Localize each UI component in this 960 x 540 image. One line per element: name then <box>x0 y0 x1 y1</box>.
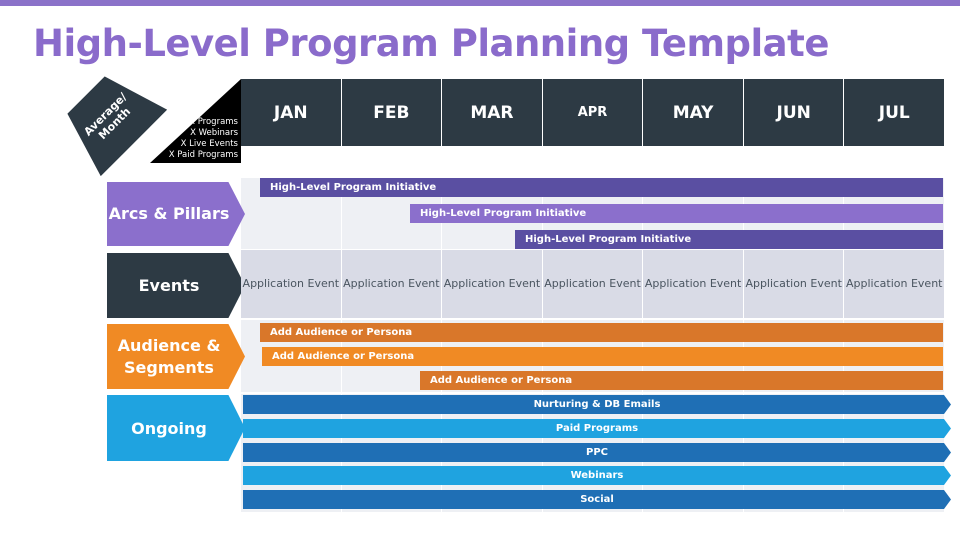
row-divider <box>241 392 944 394</box>
grid-divider <box>743 178 744 512</box>
legend-live-events: X Live Events <box>180 139 238 149</box>
audience-bar: Add Audience or Persona <box>260 323 943 342</box>
average-month-label: Average/ Month <box>53 62 168 177</box>
page-title: High-Level Program Planning Template <box>33 22 829 65</box>
row-label-audience-segments: Audience & Segments <box>107 324 245 389</box>
month-apr: APR <box>542 79 644 146</box>
row-label-ongoing: Ongoing <box>107 395 245 461</box>
ongoing-bar: Nurturing & DB Emails <box>243 395 951 414</box>
month-jun: JUN <box>743 79 845 146</box>
audience-bar: Add Audience or Persona <box>262 347 943 366</box>
ongoing-bar: PPC <box>243 443 951 462</box>
arcs-bar: High-Level Program Initiative <box>515 230 943 249</box>
row-label-arcs-pillars: Arcs & Pillars <box>107 182 245 246</box>
event-cell: Application Event <box>342 250 443 318</box>
month-header: JAN FEB MAR APR MAY JUN JUL <box>241 79 945 146</box>
event-cell: Application Event <box>643 250 744 318</box>
ongoing-bar: Social <box>243 490 951 509</box>
event-cell: Application Event <box>241 250 342 318</box>
legend-lines: X Programs X Webinars X Live Events X Pa… <box>169 117 238 161</box>
audience-bar: Add Audience or Persona <box>420 371 943 390</box>
legend-programs: X Programs <box>189 117 238 127</box>
grid-divider <box>642 178 643 512</box>
event-cell: Application Event <box>846 277 943 290</box>
row-divider <box>241 318 944 320</box>
arcs-bar: High-Level Program Initiative <box>410 204 943 223</box>
event-cell: Application Event <box>543 250 644 318</box>
legend-webinars: X Webinars <box>190 128 238 138</box>
events-row: Application Event Application Event Appl… <box>241 250 944 318</box>
grid-divider <box>441 178 442 512</box>
month-mar: MAR <box>442 79 543 146</box>
event-cell: Application Event <box>442 250 543 318</box>
month-may: MAY <box>643 79 744 146</box>
month-jan: JAN <box>241 79 342 146</box>
row-label-events: Events <box>107 253 245 318</box>
event-cell: Application Event <box>744 250 845 318</box>
month-jul: JUL <box>844 79 945 146</box>
top-accent-bar <box>0 0 960 6</box>
grid-divider <box>542 178 543 512</box>
arcs-bar: High-Level Program Initiative <box>260 178 943 197</box>
month-feb: FEB <box>341 79 443 146</box>
grid-divider <box>843 178 844 512</box>
ongoing-bar: Paid Programs <box>243 419 951 438</box>
grid-divider <box>341 178 342 512</box>
legend-paid-programs: X Paid Programs <box>168 150 238 160</box>
corner-legend: X Programs X Webinars X Live Events X Pa… <box>150 79 241 163</box>
ongoing-bar: Webinars <box>243 466 951 485</box>
